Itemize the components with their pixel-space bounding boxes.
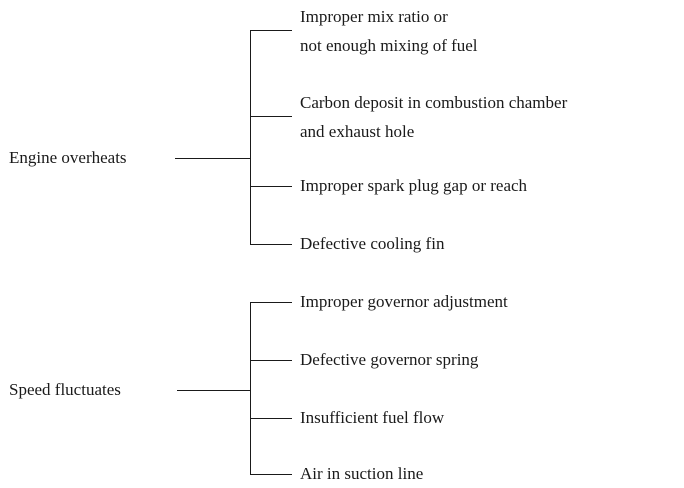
cause-label: Carbon deposit in combustion chamber: [300, 93, 568, 112]
cause-label: Improper mix ratio or: [300, 7, 448, 26]
cause-label: Insufficient fuel flow: [300, 408, 445, 427]
branch-line: [250, 244, 292, 245]
branch-line: [250, 30, 292, 31]
problem-label: Speed fluctuates: [9, 380, 121, 399]
bracket-spine: [250, 302, 251, 474]
branch-line: [250, 474, 292, 475]
branch-line: [250, 302, 292, 303]
cause-label: Improper spark plug gap or reach: [300, 176, 528, 195]
branch-line: [250, 360, 292, 361]
branch-line: [250, 418, 292, 419]
problem-label: Engine overheats: [9, 148, 127, 167]
bracket-spine: [250, 30, 251, 244]
cause-label: Defective governor spring: [300, 350, 479, 369]
branch-line: [250, 186, 292, 187]
cause-label: Defective cooling fin: [300, 234, 445, 253]
branch-line: [250, 116, 292, 117]
cause-label: Improper governor adjustment: [300, 292, 508, 311]
problem-connector: [175, 158, 250, 159]
cause-label: not enough mixing of fuel: [300, 36, 478, 55]
problem-connector: [177, 390, 250, 391]
cause-label: and exhaust hole: [300, 122, 415, 141]
cause-label: Air in suction line: [300, 464, 424, 483]
